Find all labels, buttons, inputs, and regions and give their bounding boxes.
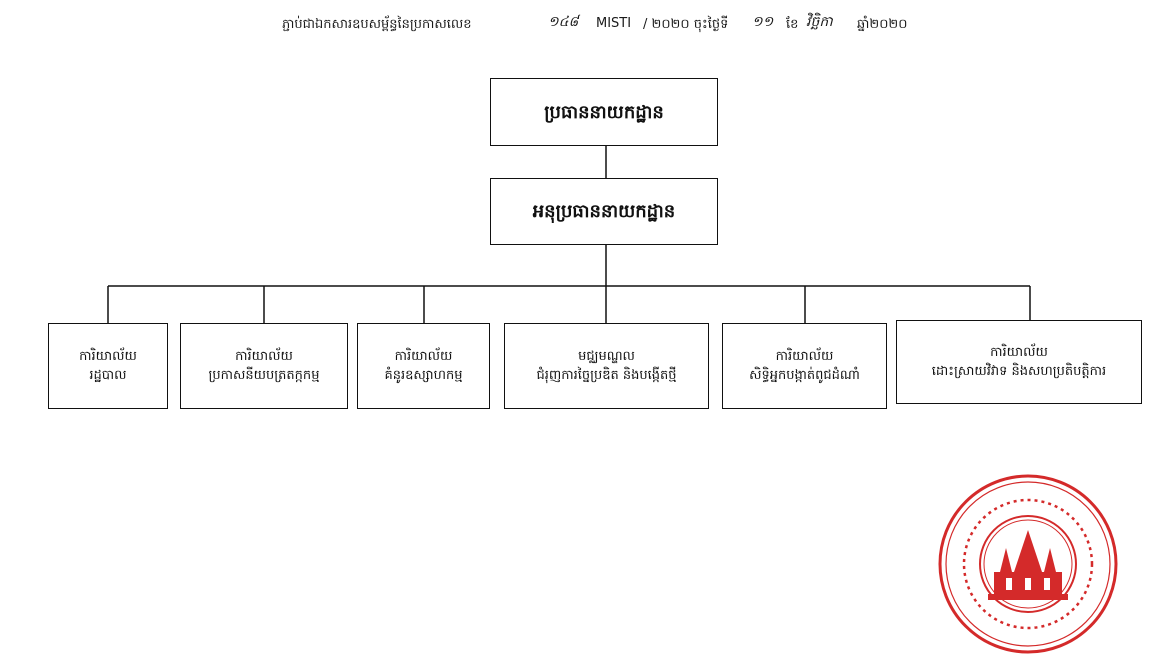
header-ministry: MISTI: [596, 16, 632, 31]
unit-type: ការិយាល័យ: [775, 348, 834, 364]
unit-name: ដោះស្រាយវិវាទ និងសហប្រតិបត្តិការ: [931, 364, 1107, 379]
deputy-title: អនុប្រធាននាយកដ្ឋាន: [532, 201, 676, 222]
org-connectors: [107, 146, 1031, 323]
deputy-box: អនុប្រធាននាយកដ្ឋាន: [490, 178, 718, 245]
unit-box-plant-breeder: ការិយាល័យ សិទ្ធិអ្នកបង្កាត់ពូជដំណាំ: [722, 323, 887, 409]
unit-name: គំនូរឧស្សាហកម្ម: [384, 368, 463, 383]
unit-name: ប្រកាសនីយបត្រតក្កកម្ម: [208, 368, 320, 383]
unit-type: ការិយាល័យ: [394, 348, 453, 364]
header-day: ១១: [752, 14, 774, 30]
unit-box-industrial-design: ការិយាល័យ គំនូរឧស្សាហកម្ម: [357, 323, 490, 409]
unit-box-dispute-cooperation: ការិយាល័យ ដោះស្រាយវិវាទ និងសហប្រតិបត្តិក…: [896, 320, 1142, 404]
header-month-prefix: ខែ: [786, 17, 799, 32]
header-prefix: ភ្ជាប់ជាឯកសារឧបសម្ព័ន្ធនៃប្រកាសលេខ: [282, 17, 472, 32]
header-year-part: / ២០២០ ចុះថ្ងៃទី: [643, 17, 729, 32]
unit-box-patent: ការិយាល័យ ប្រកាសនីយបត្រតក្កកម្ម: [180, 323, 348, 409]
header-year: ឆ្នាំ២០២០: [857, 17, 908, 32]
angkor-seal-icon: [938, 474, 1118, 654]
unit-type: មជ្ឈមណ្ឌល: [578, 348, 635, 364]
unit-name: ជំរុញការច្នៃប្រឌិត និងបង្កើតថ្មី: [536, 368, 677, 383]
head-title: ប្រធាននាយកដ្ឋាន: [544, 101, 664, 123]
unit-box-administration: ការិយាល័យ រដ្ឋបាល: [48, 323, 168, 409]
unit-type: ការិយាល័យ: [79, 348, 137, 364]
document-header: ភ្ជាប់ជាឯកសារឧបសម្ព័ន្ធនៃប្រកាសលេខ ១៤៨ M…: [0, 10, 1170, 40]
header-number: ១៤៨: [548, 14, 579, 30]
unit-name: សិទ្ធិអ្នកបង្កាត់ពូជដំណាំ: [749, 368, 860, 383]
head-box: ប្រធាននាយកដ្ឋាន: [490, 78, 718, 146]
unit-box-innovation-center: មជ្ឈមណ្ឌល ជំរុញការច្នៃប្រឌិត និងបង្កើតថ្…: [504, 323, 709, 409]
unit-type: ការិយាល័យ: [235, 348, 293, 364]
unit-type: ការិយាល័យ: [990, 344, 1048, 360]
unit-name: រដ្ឋបាល: [89, 368, 127, 383]
header-month: វិច្ឆិកា: [806, 14, 833, 30]
